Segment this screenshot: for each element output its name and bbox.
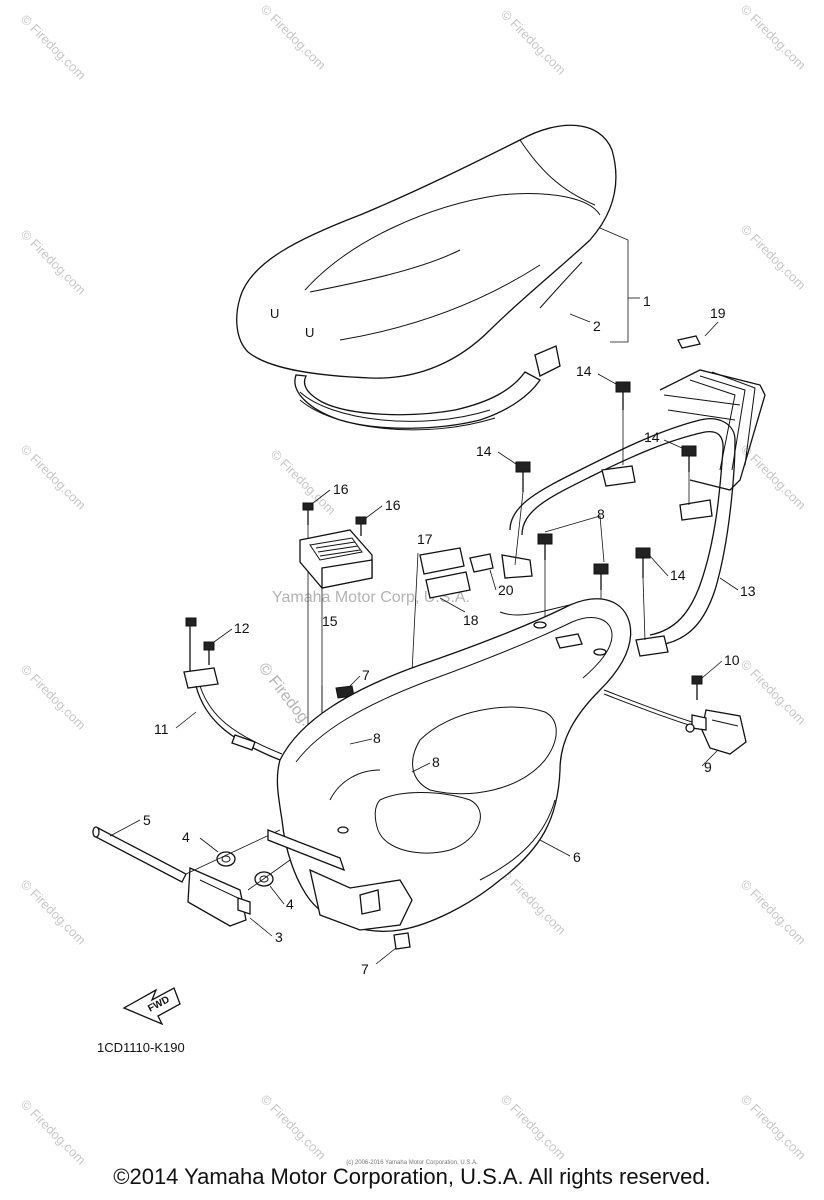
- callout-13: 13: [740, 583, 756, 599]
- callout-18: 18: [463, 612, 479, 628]
- callout-4: 4: [182, 829, 190, 845]
- callout-3: 3: [275, 929, 283, 945]
- watermark-layer: © Firedog.com © Firedog.com © Firedog.co…: [18, 2, 809, 1168]
- leader-1: [599, 227, 629, 343]
- bolt-14[interactable]: [615, 381, 631, 465]
- callout-16: 16: [385, 497, 401, 513]
- callouts: 1 2 3 4 4 5 6 7 7 8 8 8 9 10 11 12 13 14…: [143, 293, 756, 977]
- clip-7[interactable]: [393, 932, 411, 950]
- watermark-tile: © Firedog.com: [18, 227, 89, 298]
- callout-4: 4: [286, 896, 294, 912]
- screw-16[interactable]: [355, 516, 367, 536]
- bolt-14[interactable]: [514, 461, 531, 566]
- callout-leaders: [109, 373, 739, 965]
- callout-20: 20: [498, 582, 514, 598]
- leader-8: [544, 515, 605, 563]
- leader-19: [704, 321, 719, 337]
- watermark-tile: © Firedog.com: [18, 877, 89, 948]
- fwd-arrow-icon: FWD: [122, 987, 181, 1026]
- watermark-tile: © Firedog.com: [258, 1092, 329, 1163]
- diagram-code: 1CD1110-K190: [97, 1040, 185, 1055]
- storage-box[interactable]: [276, 598, 632, 932]
- callout-14: 14: [476, 443, 492, 459]
- callout-9: 9: [704, 759, 712, 775]
- bolt-10[interactable]: [691, 675, 703, 700]
- watermark-tile: © Firedog.com: [498, 1092, 569, 1163]
- callout-2: 2: [593, 318, 601, 334]
- callout-8: 8: [432, 754, 440, 770]
- bolt-8[interactable]: [537, 533, 553, 620]
- copyright-text: ©2014 Yamaha Motor Corporation, U.S.A. A…: [113, 1164, 711, 1189]
- callout-7: 7: [362, 667, 370, 683]
- lock-cable-11[interactable]: [183, 617, 283, 761]
- watermark-tile: © Firedog.com: [738, 222, 809, 293]
- callout-8: 8: [597, 506, 605, 522]
- label-17[interactable]: [419, 547, 471, 599]
- leader-5: [185, 829, 281, 875]
- callout-17: 17: [417, 531, 433, 547]
- watermark-tile: © Firedog.com: [738, 1092, 809, 1163]
- leader-2: [569, 313, 591, 323]
- leader-3: [247, 859, 291, 891]
- collar-4[interactable]: [216, 851, 236, 867]
- hinge-pin-5[interactable]: [92, 826, 187, 883]
- hinge-rod: [267, 829, 346, 872]
- callout-7: 7: [361, 961, 369, 977]
- callout-19: 19: [710, 305, 726, 321]
- watermark-tile: © Firedog.com: [18, 662, 89, 733]
- callout-6: 6: [573, 849, 581, 865]
- watermark-tile: © Firedog.com: [738, 657, 809, 728]
- callout-12: 12: [234, 620, 250, 636]
- label-20[interactable]: [469, 553, 494, 573]
- callout-10: 10: [724, 652, 740, 668]
- callout-5: 5: [143, 812, 151, 828]
- seat-mark: U: [270, 306, 279, 321]
- watermark-tile: © Firedog.com: [258, 2, 329, 73]
- grab-bar[interactable]: [501, 369, 766, 657]
- callout-1: 1: [643, 293, 651, 309]
- callout-11: 11: [154, 721, 169, 737]
- seat-mark: U: [305, 325, 314, 340]
- watermark-tile: © Firedog.com: [498, 867, 569, 938]
- watermark-center: Yamaha Motor Corp, U.S.A.: [272, 589, 470, 606]
- seat-trim[interactable]: [294, 261, 583, 431]
- label-19[interactable]: [677, 335, 701, 349]
- bolt-14[interactable]: [681, 445, 697, 505]
- watermark-tile: © Firedog.com: [738, 877, 809, 948]
- watermark-tile: © Firedog.com: [18, 442, 89, 513]
- callout-14: 14: [644, 429, 660, 445]
- hinge-bracket-3[interactable]: [187, 867, 251, 927]
- tiny-copyright: (c) 2006-2016 Yamaha Motor Corporation, …: [346, 1160, 478, 1166]
- watermark-tile: © Firedog.com: [18, 12, 89, 83]
- callout-15: 15: [322, 613, 338, 629]
- seat-lock-9[interactable]: [603, 689, 747, 755]
- watermark-tile: © Firedog.com: [498, 7, 569, 78]
- watermark-tile: © Firedog.com: [18, 1097, 89, 1168]
- callout-16: 16: [333, 481, 349, 497]
- callout-8: 8: [373, 730, 381, 746]
- bolt-12[interactable]: [203, 641, 215, 665]
- plate-15[interactable]: [299, 529, 373, 589]
- seat[interactable]: U U: [236, 124, 617, 379]
- leader-18: [439, 597, 466, 613]
- bolt-14[interactable]: [635, 547, 651, 641]
- callout-14: 14: [576, 363, 592, 379]
- callout-14: 14: [670, 567, 686, 583]
- watermark-tile: © Firedog.com: [738, 2, 809, 73]
